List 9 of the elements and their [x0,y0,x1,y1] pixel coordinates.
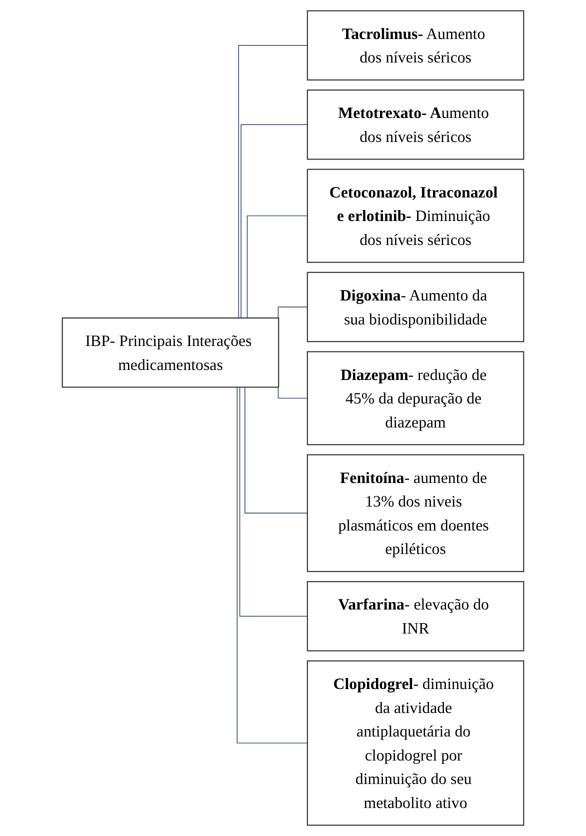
node-box: Fenitoína- aumento de 13% dos niveis plasmáticos em doentes epiléticos [306,454,524,572]
node-box: Diazepam- redução de 45% da depuração de diazepam [306,351,524,446]
node-box: IBP- Principais Interações medicamentosas [62,317,280,388]
node-box: Clopidogrel- diminuição da atividade antiplaquetária do clopidogrel por diminuição do seu metabolito ativo [306,660,524,826]
node-box: Cetoconazol, Itraconazol e erlotinib- Diminuição dos níveis séricos [306,168,524,263]
node-box: Digoxina- Aumento da sua biodisponibilidade [306,272,524,342]
node-box: Varfarina- elevação do INR [306,581,524,652]
node-box: Tacrolimus- Aumento dos níveis séricos [306,10,524,80]
node-box: Metotrexato- Aumento dos níveis séricos [306,90,524,160]
